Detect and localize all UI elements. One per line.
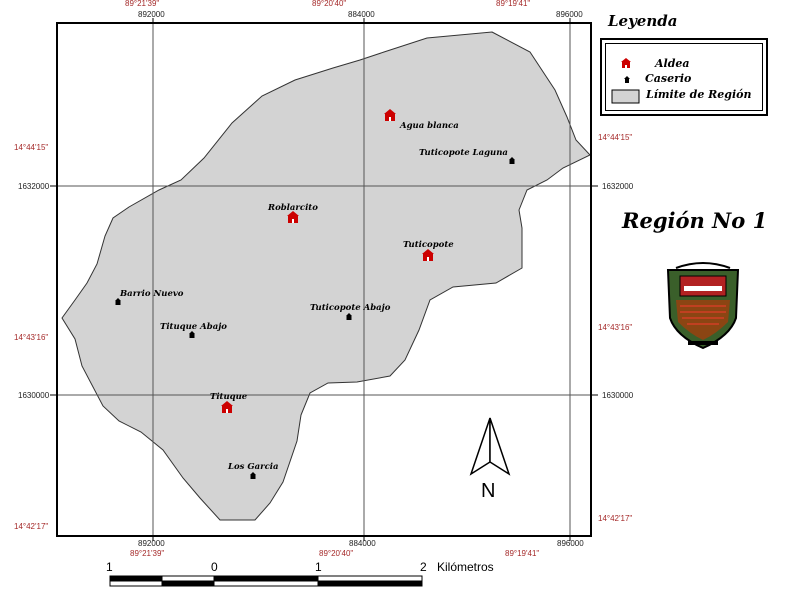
aldea-marker-agua-blanca [384,109,396,121]
left-north-label-2: 1630000 [18,391,50,400]
top-east-label-3: 896000 [556,10,583,19]
top-east-label-1: 892000 [138,10,165,19]
right-lat-label-3: 14°42'17" [598,514,633,523]
region-title: Región No 1 [622,208,768,233]
left-lat-label-3: 14°42'17" [14,522,49,531]
scale-tick-label-2: 2 [420,560,427,574]
caserio-marker-tuticopote-laguna [509,157,515,164]
caserio-marker-los-garcia [250,472,256,479]
left-lat-label-1: 14°44'15" [14,143,49,152]
right-lat-label-1: 14°44'15" [598,133,633,142]
scale-tick-label-0: 0 [211,560,218,574]
caserio-marker-barrio-nuevo [115,298,121,305]
scale-unit-label: Kilómetros [437,560,494,574]
legend-title: Leyenda [608,12,678,30]
caserio-marker-tituque-abajo [189,331,195,338]
bottom-east-label-2: 884000 [349,539,376,548]
bottom-east-label-1: 892000 [138,539,165,548]
legend-caserio-icon [624,76,630,83]
caserio-label-tuticopote-abajo: Tuticopote Abajo [310,303,391,313]
legend-box-inner [605,43,763,111]
caserio-label-barrio-nuevo: Barrio Nuevo [120,289,184,299]
scale-tick-label-1: 1 [106,560,113,574]
caserio-marker-tuticopote-abajo [346,313,352,320]
caserio-label-tuticopote-laguna: Tuticopote Laguna [419,148,508,158]
region-boundary [61,31,591,521]
aldea-label-roblarcito: Roblarcito [268,203,318,213]
right-north-label-1: 1632000 [602,182,634,191]
caserio-label-los-garcia: Los Garcia [228,462,279,472]
right-lat-label-2: 14°43'16" [598,323,633,332]
bottom-lon-label-2: 89°20'40" [319,549,354,558]
north-arrow-icon [469,417,511,476]
aldea-marker-tituque [221,401,233,413]
caserio-label-tituque-abajo: Tituque Abajo [160,322,227,332]
top-east-label-2: 884000 [348,10,375,19]
top-lon-label-3: 89°19'41" [496,0,531,8]
aldea-label-agua-blanca: Agua blanca [400,121,459,131]
right-north-label-2: 1630000 [602,391,634,400]
map-frame [56,22,592,537]
left-north-label-1: 1632000 [18,182,50,191]
scale-bar [109,575,423,587]
legend-label-aldea: Aldea [655,57,690,70]
top-lon-label-2: 89°20'40" [312,0,347,8]
legend-region-swatch [611,89,640,104]
top-lon-label-1: 89°21'39" [125,0,160,8]
aldea-label-tituque: Tituque [210,392,248,402]
municipal-emblem-icon [666,262,740,350]
legend-label-region: Límite de Región [646,88,752,101]
bottom-lon-label-3: 89°19'41" [505,549,540,558]
bottom-lon-label-1: 89°21'39" [130,549,165,558]
aldea-label-tuticopote: Tuticopote [403,240,454,250]
legend-box [600,38,768,116]
legend-label-caserio: Caserio [645,72,692,85]
bottom-east-label-3: 896000 [557,539,584,548]
aldea-marker-tuticopote [422,249,434,261]
scale-tick-label-1b: 1 [315,560,322,574]
grid-lines [56,22,592,537]
aldea-marker-roblarcito [287,211,299,223]
left-lat-label-2: 14°43'16" [14,333,49,342]
north-label: N [481,480,496,502]
legend-aldea-icon [621,58,631,68]
